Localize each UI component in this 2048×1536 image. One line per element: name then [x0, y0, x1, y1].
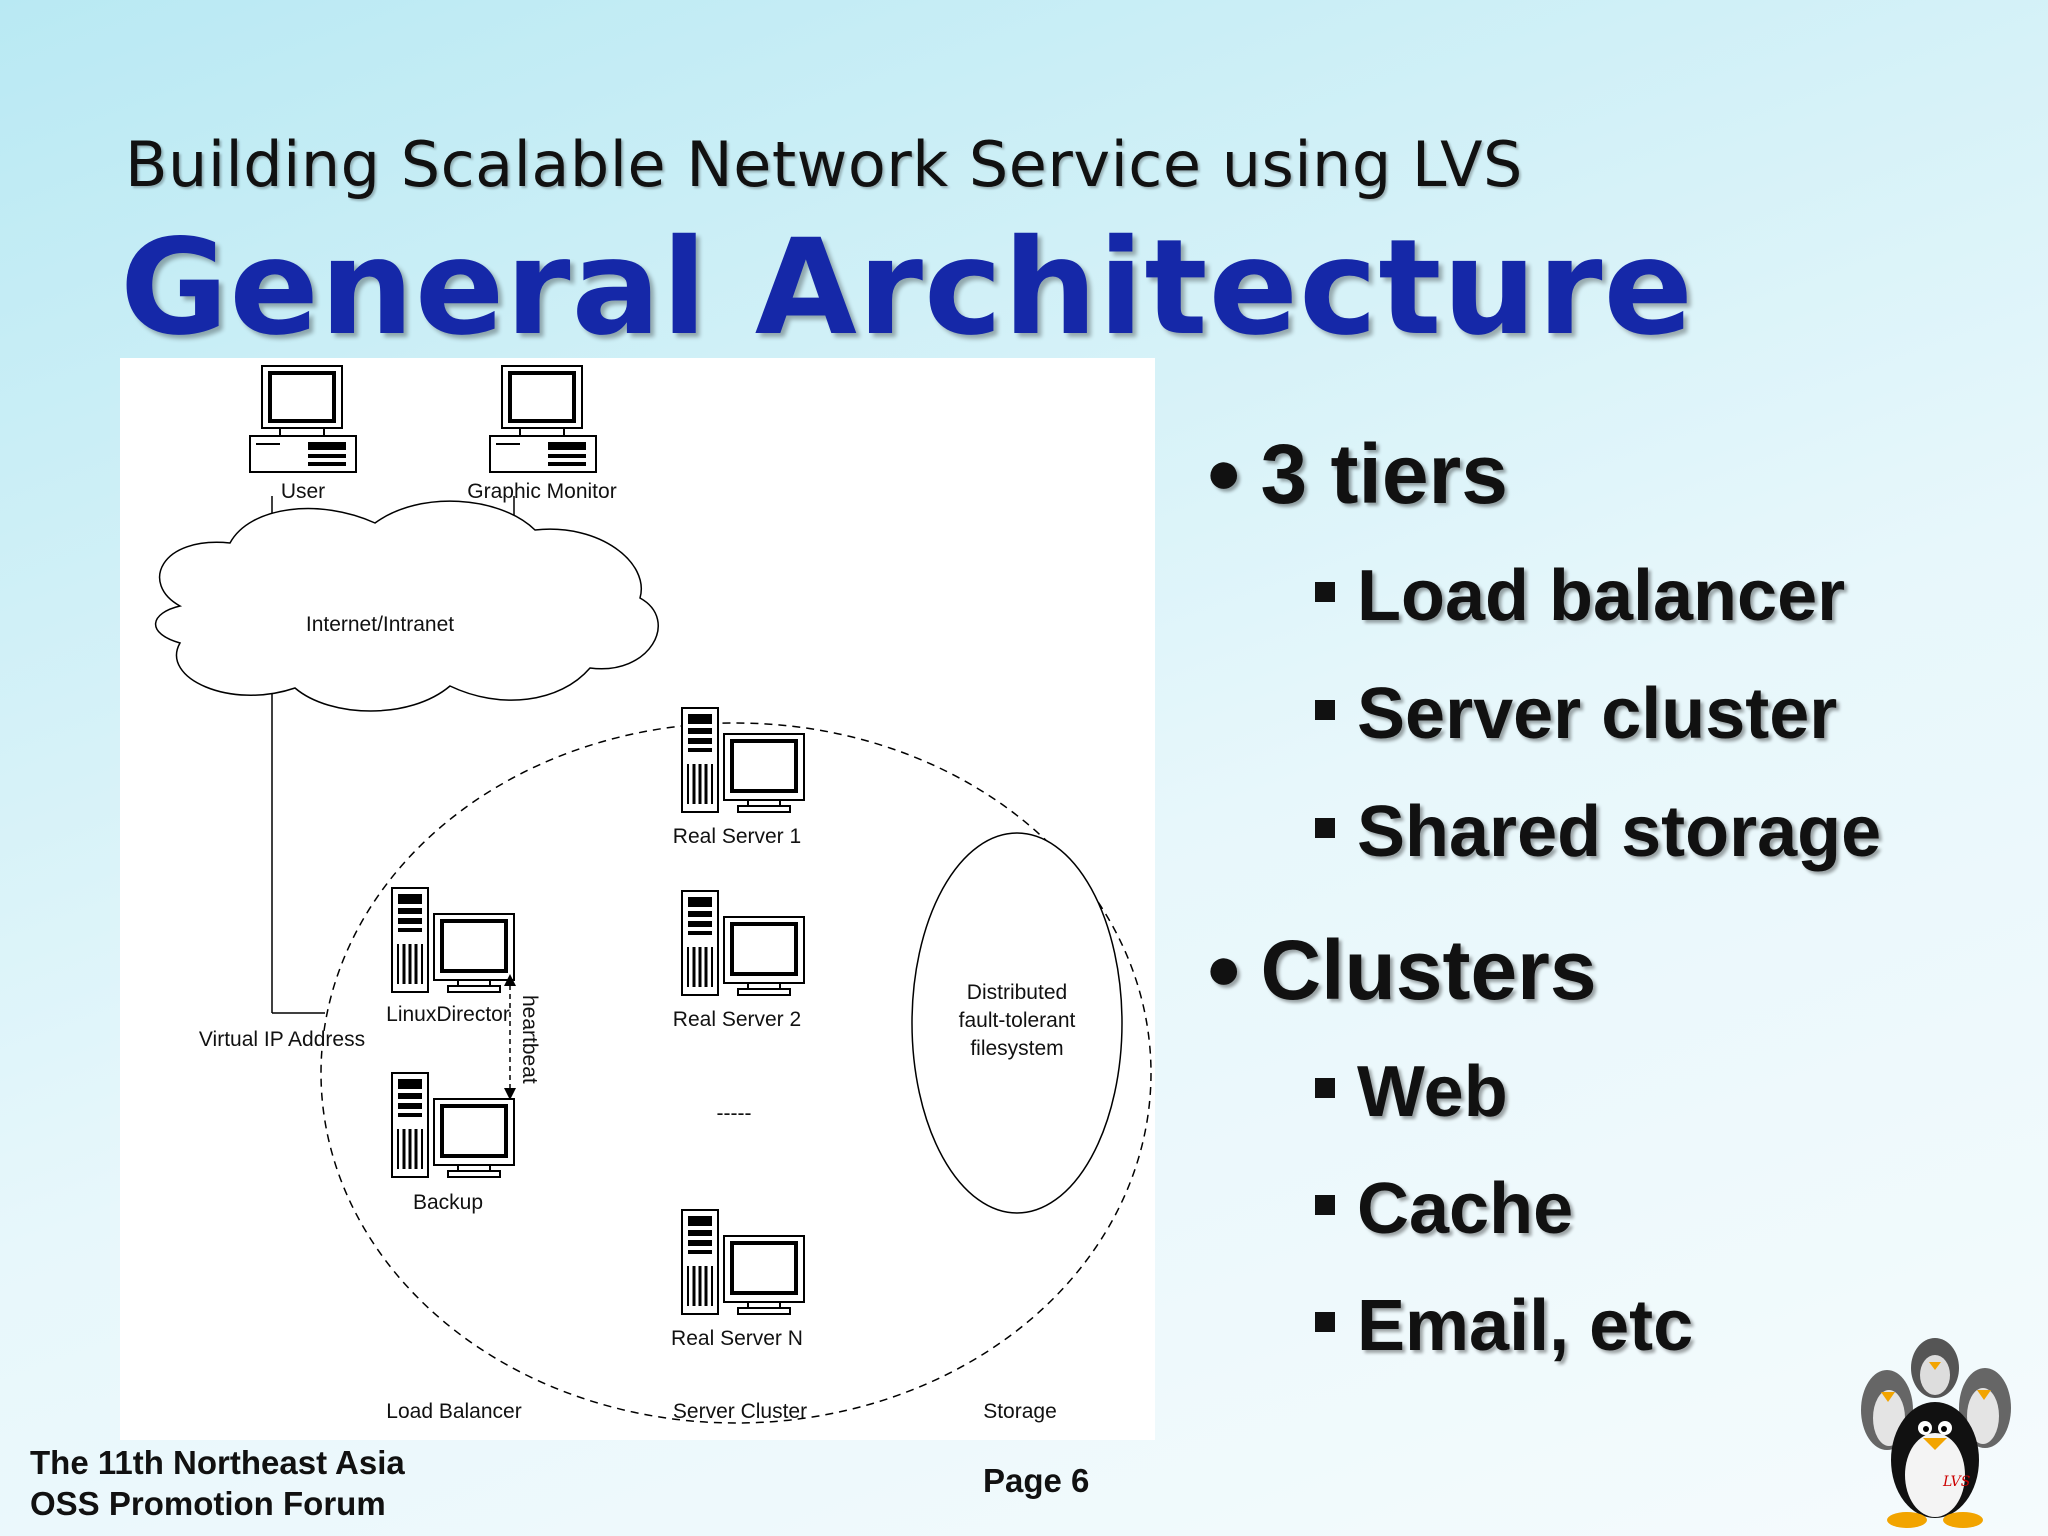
- page-number: Page 6: [983, 1462, 1090, 1499]
- tier-server-cluster: Server Cluster: [673, 1400, 807, 1423]
- tier-storage: Storage: [983, 1400, 1057, 1423]
- heartbeat-arrow-up: [504, 974, 516, 986]
- cluster-boundary: [320, 722, 1152, 1424]
- storage-label-line2: fault-tolerant: [959, 1009, 1076, 1032]
- penguin-back-right-icon: [1959, 1368, 2011, 1448]
- bullet-clusters: ●Clusters: [1205, 923, 1597, 1017]
- internet-label: Internet/Intranet: [306, 613, 454, 636]
- footer-forum-name: The 11th Northeast Asia OSS Promotion Fo…: [30, 1442, 405, 1524]
- virtual-ip-label: Virtual IP Address: [199, 1028, 365, 1051]
- real-server-2-icon: [680, 889, 806, 997]
- real-server-n-icon: [680, 1208, 806, 1316]
- linux-director-icon: [390, 886, 516, 994]
- heartbeat-arrow-down: [504, 1088, 516, 1100]
- sub-bullet-shared-storage: Shared storage: [1315, 796, 1881, 868]
- linux-director-label: LinuxDirector: [386, 1003, 510, 1026]
- lvs-logo-text: LVS: [1942, 1474, 1970, 1490]
- user-computer-icon: [248, 364, 358, 474]
- cloud-shape: [154, 500, 659, 712]
- sub-bullet-load-balancer: Load balancer: [1315, 560, 1845, 632]
- storage-label-line3: filesystem: [970, 1037, 1063, 1060]
- sub-bullet-web: Web: [1315, 1056, 1508, 1128]
- backup-server-icon: [390, 1071, 516, 1179]
- real-server-2-label: Real Server 2: [673, 1008, 801, 1031]
- penguin-front-icon: LVS: [1887, 1402, 1983, 1528]
- storage-label-line1: Distributed: [967, 981, 1067, 1004]
- lvs-penguins-logo: LVS: [1835, 1320, 2035, 1530]
- footer-line-2: OSS Promotion Forum: [30, 1485, 386, 1522]
- slide-subtitle: Building Scalable Network Service using …: [125, 128, 1523, 201]
- slide-title: General Architecture: [120, 211, 1695, 365]
- user-label: User: [281, 480, 325, 503]
- graphic-monitor-computer-icon: [488, 364, 598, 474]
- real-server-1-label: Real Server 1: [673, 825, 801, 848]
- bullet-3-tiers: ●3 tiers: [1205, 427, 1508, 521]
- real-server-n-label: Real Server N: [671, 1327, 803, 1350]
- sub-bullet-cache: Cache: [1315, 1173, 1573, 1245]
- architecture-diagram: Internet/Intranet Distributed fault-tole…: [120, 358, 1155, 1440]
- footer-line-1: The 11th Northeast Asia: [30, 1444, 405, 1481]
- penguin-back-center-icon: [1911, 1338, 1959, 1398]
- graphic-monitor-label: Graphic Monitor: [467, 480, 616, 503]
- sub-bullet-email: Email, etc: [1315, 1290, 1693, 1362]
- backup-label: Backup: [413, 1191, 483, 1214]
- storage-ellipse: [911, 832, 1123, 1214]
- sub-bullet-server-cluster: Server cluster: [1315, 678, 1837, 750]
- tier-load-balancer: Load Balancer: [386, 1400, 521, 1423]
- server-ellipsis: -----: [717, 1102, 752, 1125]
- heartbeat-label: heartbeat: [518, 995, 541, 1084]
